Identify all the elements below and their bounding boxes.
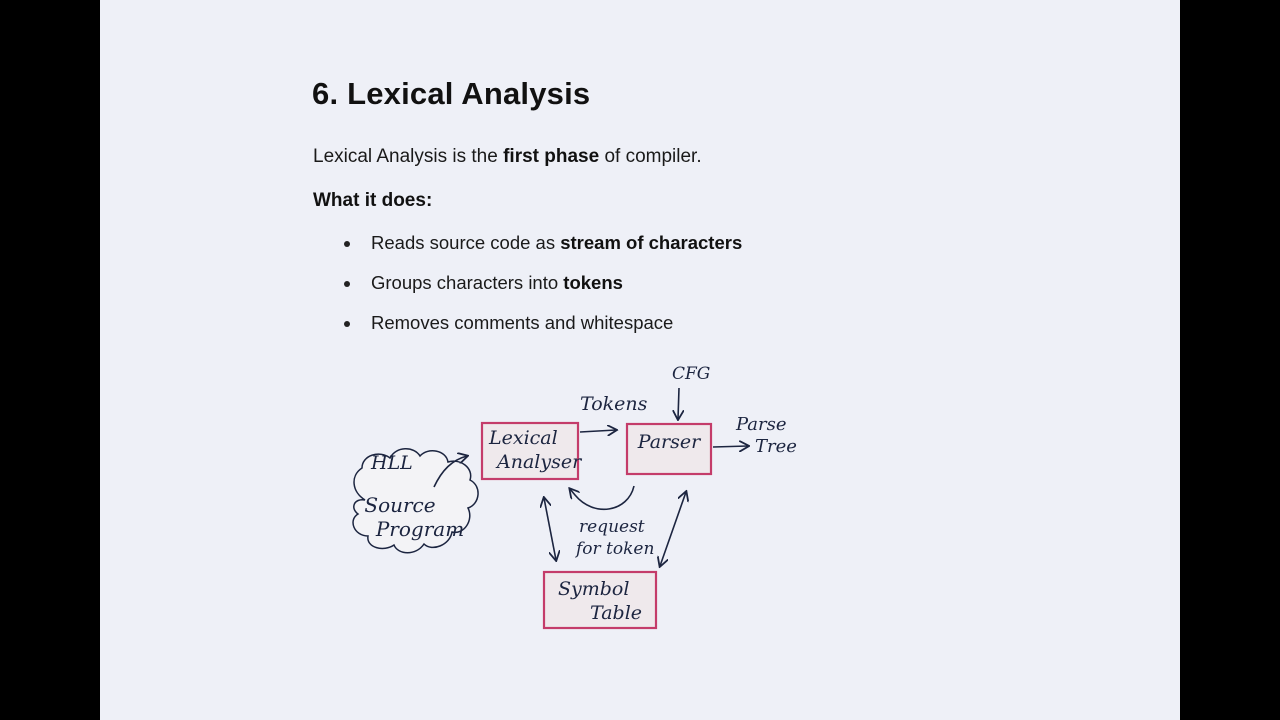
- request-label-line2: for token: [574, 539, 654, 559]
- bullet-text: Groups characters into: [371, 272, 564, 293]
- what-it-does-heading: What it does:: [313, 190, 433, 211]
- bullet-dot-icon: [344, 241, 350, 247]
- bullet-bold: stream of characters: [560, 232, 743, 253]
- bullet-list: Reads source code as stream of character…: [340, 230, 742, 350]
- bullet-text: Reads source code as: [371, 232, 561, 253]
- request-token-arrow: [570, 485, 635, 511]
- cfg-label: CFG: [672, 364, 710, 384]
- slide-title: 6. Lexical Analysis: [312, 76, 591, 111]
- intro-text-before: Lexical Analysis is the: [313, 146, 504, 167]
- intro-text-after: of compiler.: [599, 146, 702, 167]
- bullet-item: Reads source code as stream of character…: [340, 230, 742, 270]
- bullet-bold: tokens: [563, 272, 623, 293]
- parser-symbol-arrow: [660, 492, 686, 566]
- bullet-item: Removes comments and whitespace: [340, 310, 742, 350]
- bullet-dot-icon: [344, 321, 350, 327]
- lexical-label-line1: Lexical: [488, 427, 558, 449]
- cfg-arrow: [678, 387, 679, 419]
- parse-tree-line2: Tree: [755, 436, 797, 457]
- symbol-label-line1: Symbol: [558, 578, 629, 600]
- lexical-symbol-arrow: [544, 498, 556, 560]
- request-label-line1: request: [579, 517, 645, 537]
- parse-tree-arrow: [712, 446, 748, 447]
- intro-text-bold: first phase: [503, 146, 600, 167]
- parser-label: Parser: [637, 431, 702, 453]
- intro-text: Lexical Analysis is the first phase of c…: [313, 146, 702, 168]
- tokens-arrow: [579, 430, 616, 432]
- bullet-item: Groups characters into tokens: [340, 270, 742, 310]
- symbol-table-box: [542, 570, 658, 630]
- lexical-label-line2: Analyser: [495, 451, 583, 473]
- hll-arrow: [433, 456, 467, 488]
- symbol-label-line2: Table: [590, 602, 642, 624]
- parse-tree-line1: Parse: [735, 414, 787, 435]
- parser-box: [625, 422, 713, 476]
- source-label-line1: Source: [364, 493, 435, 517]
- bullet-text: Removes comments and whitespace: [371, 312, 674, 333]
- bullet-dot-icon: [344, 281, 350, 287]
- source-label-line2: Program: [375, 517, 464, 541]
- source-program-cloud: [352, 448, 479, 554]
- hll-label: HLL: [370, 452, 413, 474]
- tokens-label: Tokens: [580, 393, 648, 415]
- lexical-analyser-box: [480, 421, 580, 481]
